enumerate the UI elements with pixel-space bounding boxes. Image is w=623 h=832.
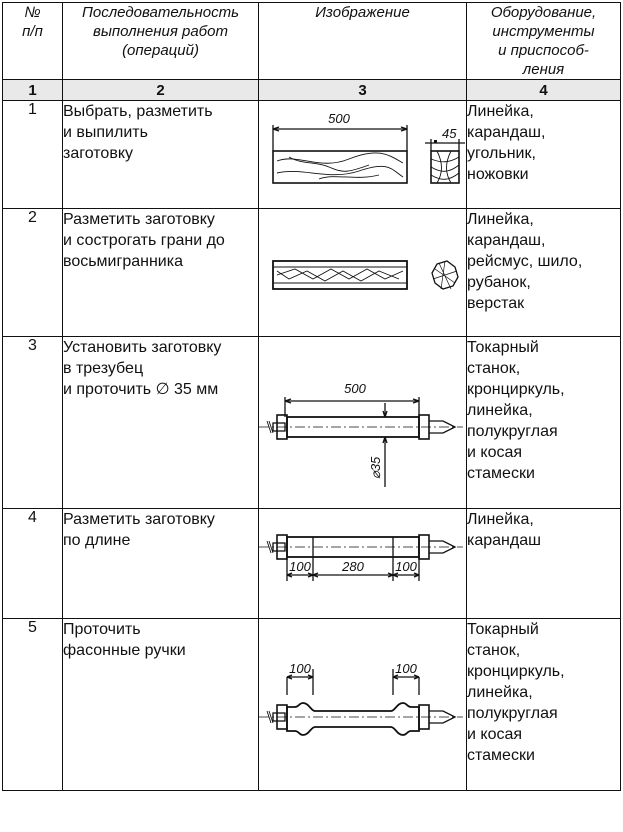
tools-line: Токарный bbox=[467, 621, 539, 638]
column-number-row: 1 2 3 4 bbox=[2, 79, 621, 101]
tools-line: кронциркуль, bbox=[467, 663, 565, 680]
dim-diameter-label: ⌀35 bbox=[368, 456, 383, 479]
operation-line: Проточить bbox=[63, 621, 141, 638]
tools-text: Линейка, карандаш, рейсмус, шило, рубано… bbox=[466, 208, 621, 337]
tools-line: стамески bbox=[467, 747, 535, 764]
tools-line: угольник, bbox=[467, 145, 536, 162]
drawing-blank: 500 45 bbox=[258, 100, 467, 209]
operation-text: Установить заготовку в трезубец и проточ… bbox=[62, 336, 259, 509]
operation-line: по длине bbox=[63, 532, 131, 549]
header-sequence: Последовательность выполнения работ (опе… bbox=[62, 2, 259, 80]
header-number-abbr: п/п bbox=[22, 23, 43, 40]
tools-line: Линейка, bbox=[467, 211, 534, 228]
dim-a-label: 100 bbox=[289, 559, 311, 574]
dim-length-label: 500 bbox=[328, 111, 350, 126]
header-tools-line4: ления bbox=[522, 61, 565, 78]
tools-line: полукруглая bbox=[467, 705, 558, 722]
tools-text: Линейка, карандаш, угольник, ножовки bbox=[466, 100, 621, 209]
tools-line: карандаш bbox=[467, 532, 541, 549]
operation-line: Выбрать, разметить bbox=[63, 103, 213, 120]
tools-line: рейсмус, шило, bbox=[467, 253, 583, 270]
dim-section-label: 45 bbox=[442, 126, 457, 141]
operation-line: и выпилить bbox=[63, 124, 148, 141]
header-tools-line2: инструменты bbox=[492, 23, 595, 40]
drawing-marking: 100 280 100 bbox=[258, 508, 467, 619]
operation-text: Выбрать, разметить и выпилить заготовку bbox=[62, 100, 259, 209]
tools-line: станок, bbox=[467, 642, 521, 659]
drawing-octagon bbox=[258, 208, 467, 337]
row-number: 5 bbox=[2, 618, 63, 791]
tools-line: карандаш, bbox=[467, 232, 546, 249]
dim-length-label: 500 bbox=[344, 381, 366, 396]
column-number: 2 bbox=[62, 79, 259, 101]
tools-line: и косая bbox=[467, 444, 523, 461]
drawing-handles-svg: 100 100 bbox=[259, 661, 463, 736]
row-number: 4 bbox=[2, 508, 63, 619]
operation-line: в трезубец bbox=[63, 360, 144, 377]
operation-line: Разметить заготовку bbox=[63, 211, 215, 228]
column-number: 4 bbox=[466, 79, 621, 101]
tools-line: линейка, bbox=[467, 684, 533, 701]
drawing-octagon-svg bbox=[272, 260, 459, 290]
row-number: 2 bbox=[2, 208, 63, 337]
row-number: 3 bbox=[2, 336, 63, 509]
operation-line: Установить заготовку bbox=[63, 339, 222, 356]
dim-c-label: 100 bbox=[395, 559, 417, 574]
operation-line: восьмигранника bbox=[63, 253, 183, 270]
tools-line: верстак bbox=[467, 295, 525, 312]
header-tools-line3: и приспособ- bbox=[498, 42, 589, 59]
operation-line: Разметить заготовку bbox=[63, 511, 215, 528]
tools-text: Токарный станок, кронциркуль, линейка, п… bbox=[466, 336, 621, 509]
tools-line: станок, bbox=[467, 360, 521, 377]
operation-text: Проточить фасонные ручки bbox=[62, 618, 259, 791]
dim-right-label: 100 bbox=[395, 661, 417, 676]
tools-line: рубанок, bbox=[467, 274, 531, 291]
row-number: 1 bbox=[2, 100, 63, 209]
table-row: 1 Выбрать, разметить и выпилить заготовк… bbox=[2, 100, 621, 209]
tools-text: Токарный станок, кронциркуль, линейка, п… bbox=[466, 618, 621, 791]
operation-line: фасонные ручки bbox=[63, 642, 186, 659]
operations-table: № п/п Последовательность выполнения рабо… bbox=[2, 2, 621, 791]
operation-line: заготовку bbox=[63, 145, 133, 162]
header-number: № п/п bbox=[2, 2, 63, 80]
header-image: Изображение bbox=[258, 2, 467, 80]
table-row: 2 Разметить заготовку и сострогать грани… bbox=[2, 208, 621, 337]
tools-line: ножовки bbox=[467, 166, 529, 183]
column-number: 3 bbox=[258, 79, 467, 101]
tools-line: стамески bbox=[467, 465, 535, 482]
tools-text: Линейка, карандаш bbox=[466, 508, 621, 619]
tools-line: полукруглая bbox=[467, 423, 558, 440]
tools-line: и косая bbox=[467, 726, 523, 743]
drawing-marking-svg: 100 280 100 bbox=[259, 534, 463, 581]
header-tools-line1: Оборудование, bbox=[490, 4, 597, 21]
dim-b-label: 280 bbox=[341, 559, 364, 574]
header-sequence-line1: Последовательность bbox=[82, 4, 239, 21]
tools-line: Токарный bbox=[467, 339, 539, 356]
table-row: 4 Разметить заготовку по длине bbox=[2, 508, 621, 619]
operation-line: и проточить ∅ 35 мм bbox=[63, 381, 219, 398]
tools-line: карандаш, bbox=[467, 124, 546, 141]
tools-line: линейка, bbox=[467, 402, 533, 419]
drawing-turning: 500 ⌀35 bbox=[258, 336, 467, 509]
operation-text: Разметить заготовку по длине bbox=[62, 508, 259, 619]
tools-line: кронциркуль, bbox=[467, 381, 565, 398]
table-row: 5 Проточить фасонные ручки bbox=[2, 618, 621, 791]
tools-line: Линейка, bbox=[467, 103, 534, 120]
operation-line: и сострогать грани до bbox=[63, 232, 225, 249]
column-number: 1 bbox=[2, 79, 63, 101]
header-number-sign: № bbox=[24, 4, 41, 21]
operation-text: Разметить заготовку и сострогать грани д… bbox=[62, 208, 259, 337]
header-sequence-line3: (операций) bbox=[122, 42, 199, 59]
drawing-handles: 100 100 bbox=[258, 618, 467, 791]
header-tools: Оборудование, инструменты и приспособ- л… bbox=[466, 2, 621, 80]
drawing-turning-svg: 500 ⌀35 bbox=[259, 381, 463, 487]
tools-line: Линейка, bbox=[467, 511, 534, 528]
dim-left-label: 100 bbox=[289, 661, 311, 676]
header-row: № п/п Последовательность выполнения рабо… bbox=[2, 2, 621, 80]
drawing-blank-svg: 500 45 bbox=[272, 111, 465, 184]
header-sequence-line2: выполнения работ bbox=[93, 23, 228, 40]
table-row: 3 Установить заготовку в трезубец и прот… bbox=[2, 336, 621, 509]
